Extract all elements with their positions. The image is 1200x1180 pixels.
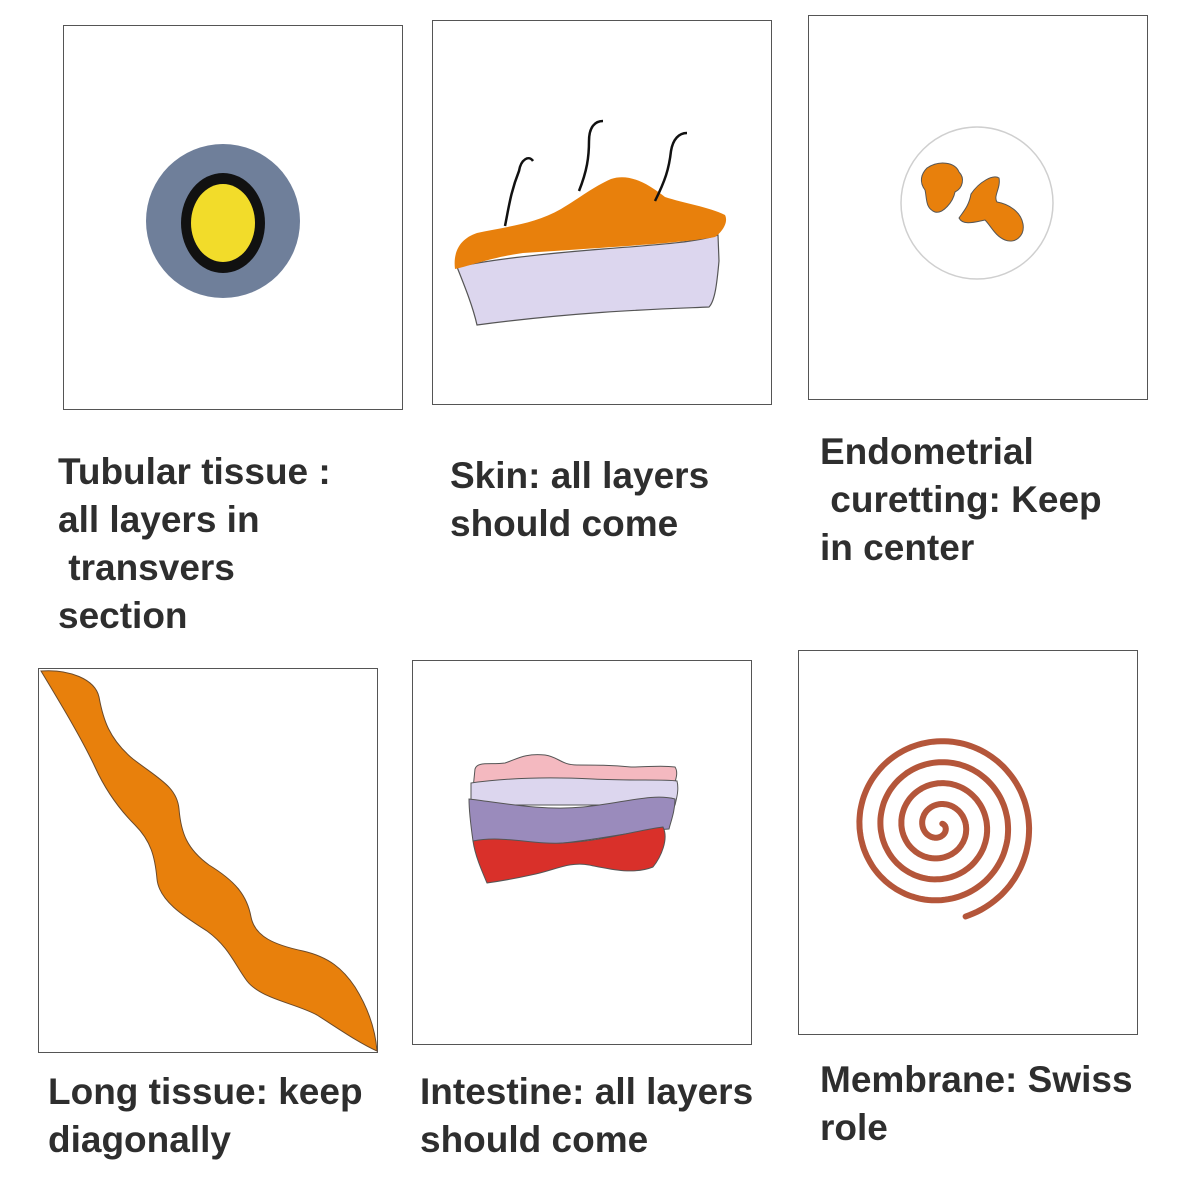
curetting-fragment-2 (958, 176, 1024, 242)
hair-strand-3 (653, 131, 688, 202)
membrane-illustration (856, 738, 1033, 920)
tubular-tissue-illustration (146, 144, 300, 298)
long-tissue-panel (38, 668, 378, 1053)
long-tissue-illustration (40, 670, 378, 1052)
swiss-roll-spiral (856, 738, 1033, 920)
skin-epidermis-layer (454, 177, 727, 269)
intestine-submucosa-layer (470, 777, 679, 806)
specimen-circle (900, 126, 1054, 280)
curetting-fragment-1 (920, 162, 963, 213)
membrane-panel (798, 650, 1138, 1035)
intestine-panel (412, 660, 752, 1045)
membrane-caption: Membrane: Swiss role (820, 1059, 1133, 1148)
tubular-tissue-panel (63, 25, 403, 410)
long-tissue-strip (40, 670, 378, 1052)
long-tissue-caption: Long tissue: keep diagonally (48, 1071, 363, 1160)
hair-strand-2 (577, 119, 604, 192)
endometrial-caption: Endometrial curetting: Keep in center (820, 431, 1102, 568)
intestine-serosa-layer (472, 826, 666, 884)
endometrial-panel (808, 15, 1148, 400)
endometrial-illustration (900, 126, 1054, 280)
skin-caption: Skin: all layers should come (450, 455, 710, 544)
intestine-illustration (468, 754, 679, 884)
skin-dermis-layer (456, 234, 720, 326)
hair-strand-1 (503, 157, 535, 227)
skin-panel (432, 20, 772, 405)
intestine-caption: Intestine: all layers should come (420, 1071, 754, 1160)
tube-lumen (191, 184, 255, 262)
skin-illustration (454, 119, 727, 326)
tubular-tissue-caption: Tubular tissue : all layers in transvers… (58, 451, 331, 636)
